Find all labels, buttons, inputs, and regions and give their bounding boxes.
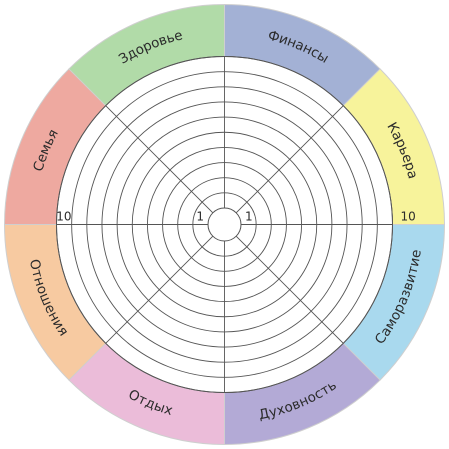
spoke-1	[235, 105, 344, 214]
wheel-segments	[3, 3, 446, 446]
scale-max-right: 10	[401, 210, 416, 224]
scale-labels: 1 1 10 10	[56, 210, 416, 224]
wheel-spokes	[56, 56, 393, 393]
scale-min-right: 1	[245, 210, 253, 224]
center-hub	[207, 207, 242, 242]
spoke-3	[235, 235, 344, 344]
spoke-5	[105, 235, 214, 344]
scale-min-left: 1	[196, 210, 204, 224]
scale-max-left: 10	[56, 210, 71, 224]
spoke-7	[105, 105, 214, 214]
